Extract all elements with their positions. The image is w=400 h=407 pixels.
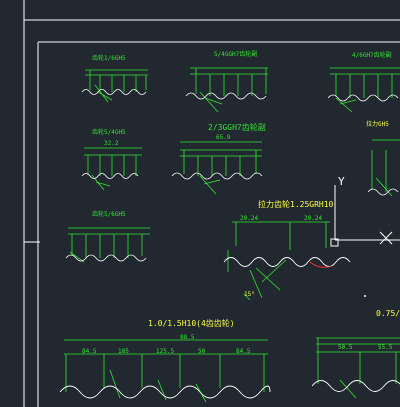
view-j-dim-2: 55.5 <box>378 344 393 351</box>
view-i-dim-3: 125.5 <box>156 348 175 355</box>
view-f-title: 拉力GH5 <box>366 121 389 128</box>
ucs-icon <box>330 185 400 247</box>
view-i-dim-1: 84.5 <box>82 348 97 355</box>
view-i-dim-2: 185 <box>118 348 129 355</box>
view-h-angle: 15° <box>244 291 255 298</box>
ucs-x-label: X <box>388 226 389 227</box>
view-e-gear <box>171 141 263 195</box>
view-b-gear <box>185 67 268 113</box>
view-a-title: 齿轮1/6GH5 <box>92 55 126 62</box>
view-a-gear <box>81 69 148 103</box>
view-d-gear <box>81 147 142 191</box>
view-j-gear <box>311 337 400 399</box>
view-i-title: 1.0/1.5H10(4齿齿轮) <box>148 319 235 328</box>
view-j-dim-1: 50.5 <box>338 344 353 351</box>
view-d-dim: 32.2 <box>104 140 119 147</box>
view-h-dim1: 20.24 <box>240 215 259 222</box>
view-i-dim-4: 50 <box>198 348 206 355</box>
view-e-dim: 65.9 <box>216 134 231 141</box>
view-h-gear <box>223 221 366 301</box>
view-c-title: 4/6GH7齿轮副 <box>352 52 392 59</box>
view-d-title: 齿轮5/4GH5 <box>92 129 126 136</box>
view-b-title: 5/4GGH7齿轮副 <box>214 51 258 58</box>
view-g-gear <box>65 227 150 263</box>
view-i-total: 88.5 <box>180 334 195 341</box>
view-g-title: 齿轮5/6GH5 <box>92 211 126 218</box>
view-f-gear <box>367 139 400 197</box>
view-e-title: 2/3GGH7齿轮副 <box>208 123 266 132</box>
view-h-dim2: 20.24 <box>304 215 323 222</box>
view-i-dim-5: 84.5 <box>236 348 251 355</box>
view-i-gear <box>59 339 271 403</box>
view-c-gear <box>327 67 400 113</box>
view-j-title: 0.75/ <box>376 309 400 318</box>
view-h-title: 拉力齿轮1.25GRH10 <box>258 200 334 209</box>
ucs-y-label: Y <box>338 175 345 188</box>
